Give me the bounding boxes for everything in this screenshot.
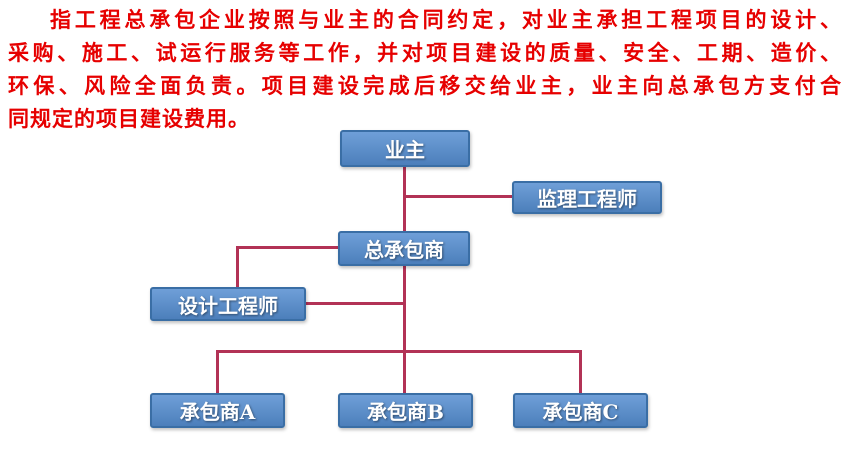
paragraph-line: 同规定的项目建设费用。: [8, 108, 250, 131]
connector-to-supervision-engineer: [403, 195, 512, 198]
connector-drop-contractor-c: [579, 350, 582, 394]
node-owner: 业主: [340, 130, 470, 167]
connector-bottom-bus: [216, 350, 582, 353]
node-contractor-a: 承包商A: [150, 393, 285, 428]
node-supervision-engineer-label: 监理工程师: [537, 187, 637, 211]
node-contractor-b: 承包商B: [338, 393, 473, 428]
node-owner-label: 业主: [385, 138, 425, 162]
connector-general-trunk: [403, 264, 406, 394]
description-paragraph: 指工程总承包企业按照与业主的合同约定，对业主承担工程项目的设计、 采购、施工、试…: [8, 4, 842, 136]
connector-owner-to-general: [403, 166, 406, 232]
node-design-engineer: 设计工程师: [150, 287, 306, 321]
paragraph-line: 采购、施工、试运行服务等工作，并对项目建设的质量、安全、工期、造价、: [8, 42, 842, 65]
connector-drop-contractor-a: [216, 350, 219, 394]
paragraph-line: 环保、风险全面负责。项目建设完成后移交给业主，业主向总承包方支付合: [8, 75, 842, 98]
node-general-contractor-label: 总承包商: [364, 238, 444, 262]
node-contractor-c: 承包商C: [513, 393, 648, 428]
connector-design-engineer-to-trunk: [306, 302, 405, 305]
node-contractor-b-label: 承包商B: [367, 400, 444, 424]
node-general-contractor: 总承包商: [338, 231, 470, 266]
connector-branch-to-design-engineer: [236, 246, 239, 288]
connector-general-left-branch: [236, 246, 338, 249]
node-contractor-c-label: 承包商C: [542, 400, 619, 424]
node-contractor-a-label: 承包商A: [179, 400, 256, 424]
node-design-engineer-label: 设计工程师: [178, 293, 278, 318]
paragraph-line: 指工程总承包企业按照与业主的合同约定，对业主承担工程项目的设计、: [50, 9, 842, 32]
node-supervision-engineer: 监理工程师: [512, 181, 662, 214]
